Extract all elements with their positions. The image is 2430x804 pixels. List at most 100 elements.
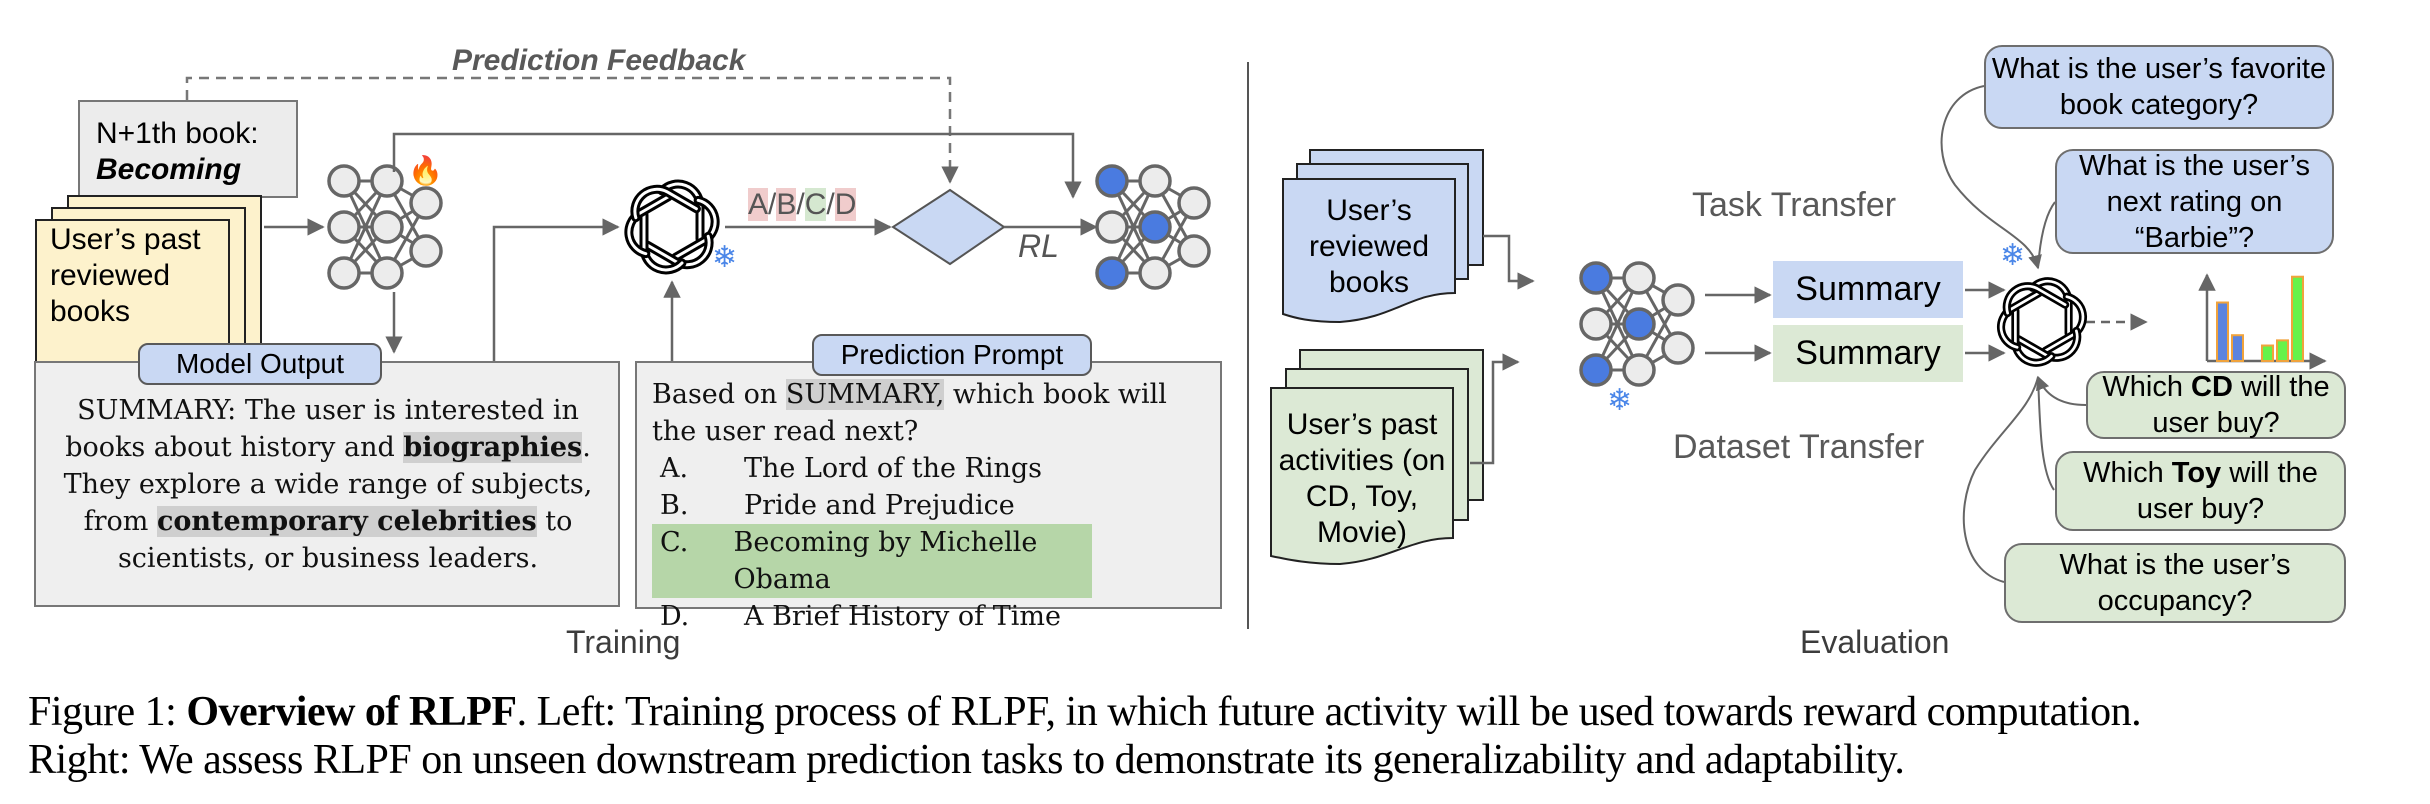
model-output-panel: [34, 361, 620, 607]
output-to-llm-arrow: [492, 218, 620, 362]
network-node: [327, 256, 361, 290]
mini-bar-chart: [2198, 273, 2327, 370]
network-node: [1622, 307, 1656, 341]
activities-line4: Movie): [1316, 516, 1407, 549]
next-book-line1: N+1th book:: [96, 117, 259, 150]
training-section-label: Training: [566, 624, 681, 660]
network-node: [1095, 210, 1129, 244]
summary-green-box: Summary: [1773, 325, 1963, 382]
network-node: [1177, 234, 1211, 268]
prompt-option: C.Becoming by Michelle Obama: [652, 524, 1092, 598]
model-output-tag: Model Output: [138, 343, 382, 385]
q3-curve: [2036, 375, 2087, 406]
option-letter: C.: [660, 527, 689, 558]
summary-line: from contemporary celebrities to: [83, 506, 573, 537]
updated-policy-network: [1095, 164, 1211, 290]
dataset-transfer-label: Dataset Transfer: [1673, 428, 1925, 466]
prompt-option: A. The Lord of the Rings: [652, 450, 1212, 487]
past-books-label: User’s past reviewed books: [50, 222, 201, 330]
network-node: [327, 210, 361, 244]
q5-curve: [1962, 376, 2039, 583]
network-node: [409, 234, 443, 268]
option-letter: A.: [660, 453, 689, 484]
evaluation-section-label: Evaluation: [1800, 624, 1950, 660]
reviewed-books-label: User’s reviewed books: [1283, 193, 1455, 301]
q2-curve: [2037, 201, 2056, 269]
caption-title: Overview of RLPF: [186, 689, 517, 735]
mini-chart-bar: [2216, 301, 2229, 362]
network-node: [1138, 256, 1172, 290]
network-edge: [1110, 180, 1157, 274]
reviewed-to-net-arrow: [1483, 234, 1535, 290]
frozen-policy-network: [1579, 261, 1695, 387]
snowflake-icon: ❄: [1607, 384, 1633, 417]
logo-strand-inner: [633, 187, 698, 220]
q1-curve: [1940, 85, 2042, 270]
prompt-option: D.A Brief History of Time: [652, 598, 1212, 635]
figure-caption: Figure 1: Overview of RLPF. Left: Traini…: [28, 688, 2142, 784]
option-text: The Lord of the Rings: [744, 453, 1043, 484]
past-books-line3: books: [50, 295, 131, 328]
past-activities-stack: [1270, 349, 1484, 566]
snowflake-icon: ❄: [712, 241, 738, 274]
prompt-option: B.Pride and Prejudice: [652, 487, 1212, 524]
network-node: [1661, 283, 1695, 317]
highlighted-keyword: biographies: [403, 432, 583, 463]
answer-choices: A/B/C/D: [748, 188, 857, 221]
network-node: [409, 186, 443, 220]
prompt-question-line2: the user read next?: [652, 416, 919, 447]
network-node: [1579, 307, 1613, 341]
policy-to-rl-line: [392, 132, 1082, 199]
task-transfer-label: Task Transfer: [1692, 186, 1897, 224]
mini-chart-bar: [2276, 339, 2289, 362]
activities-line2: activities (on: [1278, 444, 1446, 477]
network-node: [1095, 256, 1129, 290]
rl-label: RL: [1018, 228, 1059, 264]
prediction-feedback-dashed-line: [185, 76, 959, 184]
prediction-feedback-label: Prediction Feedback: [452, 44, 746, 77]
network-node: [1579, 261, 1613, 295]
activities-line3: CD, Toy,: [1305, 480, 1419, 513]
mini-chart-bar: [2261, 344, 2274, 362]
reviewed-line3: books: [1328, 266, 1410, 299]
network-node: [370, 256, 404, 290]
answer-choice-a: A: [748, 188, 769, 221]
summary-line: scientists, or business leaders.: [117, 543, 539, 574]
network-node: [1661, 331, 1695, 365]
network-node: [1622, 261, 1656, 295]
option-text: A Brief History of Time: [744, 601, 1061, 632]
network-node: [1095, 164, 1129, 198]
network-edge: [1594, 277, 1641, 371]
snowflake-icon: ❄: [2000, 239, 2026, 272]
caption-line1: Figure 1: Overview of RLPF. Left: Traini…: [28, 689, 2142, 735]
prediction-prompt-tag: Prediction Prompt: [812, 334, 1092, 376]
q4-curve: [2037, 376, 2055, 491]
answer-choice-d: D: [834, 188, 857, 221]
openai-logo-icon: [624, 179, 720, 275]
mini-chart-bar: [2231, 334, 2244, 363]
summary-placeholder: SUMMARY,: [785, 379, 945, 410]
summary-blue-box: Summary: [1773, 261, 1963, 318]
caption-line2: Right: We assess RLPF on unseen downstre…: [28, 737, 1905, 783]
past-activities-label: User’s past activities (on CD, Toy, Movi…: [1271, 407, 1453, 551]
answer-choice-c: C: [804, 188, 827, 221]
summary-line: books about history and biographies.: [65, 432, 591, 463]
network-node: [1579, 353, 1613, 387]
logo-strand-inner: [2005, 284, 2067, 315]
reviewed-line1: User’s: [1326, 194, 1412, 227]
answer-choice-b: B: [776, 188, 797, 221]
network-node: [1138, 164, 1172, 198]
network-node: [370, 210, 404, 244]
network-edge: [342, 180, 389, 274]
openai-logo-icon: [1997, 277, 2087, 367]
activities-line1: User’s past: [1286, 408, 1438, 441]
option-text: Pride and Prejudice: [744, 490, 1015, 521]
network-node: [1622, 353, 1656, 387]
reviewed-line2: reviewed: [1308, 230, 1430, 263]
fire-icon: 🔥: [408, 155, 443, 186]
